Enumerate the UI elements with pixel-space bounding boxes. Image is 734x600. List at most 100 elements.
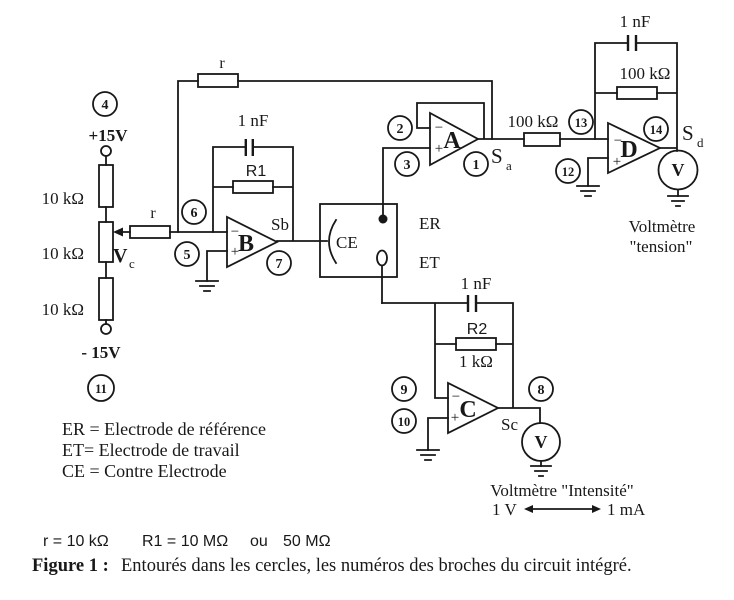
pin-11-label: 11 (95, 382, 107, 396)
et-label: ET (419, 253, 440, 272)
voltmeter-tension-caption1: Voltmètre (629, 217, 696, 236)
legend-line-et: ET= Electrode de travail (62, 440, 240, 460)
voltmeter-intensite-symbol: V (535, 432, 548, 452)
resistor-100k-input (523, 132, 561, 147)
counter-electrode-arc (328, 218, 338, 265)
opamp-A-triangle (429, 111, 480, 167)
pin-badge-7 (266, 250, 292, 276)
resistor-100k-feedback (616, 86, 658, 100)
legend-line-er: ER = Electrode de référence (62, 419, 266, 439)
opamp-D-triangle (607, 121, 663, 175)
opamp-C-minus: − (452, 389, 460, 405)
pin-13-label: 13 (575, 116, 588, 130)
r-top-label: r (219, 55, 225, 72)
potentiometer-10k (98, 221, 114, 263)
ground-symbol-voltmeter-tension (667, 195, 689, 207)
ground-symbol-C (416, 449, 440, 461)
sd-label: S (682, 121, 694, 145)
component-values-line: r = 10 kΩ R1 = 10 MΩ ou 50 MΩ (43, 533, 331, 550)
sa-label: S (491, 144, 503, 168)
voltmeter-intensite-circle (521, 422, 561, 462)
ground-symbol-D (576, 185, 600, 197)
pin-badge-13 (568, 109, 594, 135)
opamp-B: − + B 1 nF R1 Sb 6 5 7 (174, 111, 328, 292)
cell-box (319, 203, 398, 278)
wire (105, 155, 228, 325)
pin-badge-1 (463, 151, 489, 177)
opamp-D-letter: D (620, 137, 637, 163)
voltage-divider: 4 +15V 10 kΩ 10 kΩ 10 kΩ r V c - 15V 11 (42, 91, 228, 402)
R2-label: R2 (467, 321, 488, 338)
sd-subscript: d (697, 135, 704, 150)
pin-badge-14 (643, 116, 669, 142)
cap-D-value: 1 nF (620, 12, 651, 31)
vc-subscript: c (129, 256, 135, 271)
pin-badge-2 (387, 115, 413, 141)
pin-8-label: 8 (538, 383, 545, 398)
legend-line-ce: CE = Contre Electrode (62, 461, 227, 481)
resistor-10k-top (98, 164, 114, 208)
res-100k-input-label: 100 kΩ (508, 112, 559, 131)
wire (177, 80, 493, 233)
opamp-C-plus: + (451, 410, 459, 426)
pin-12-label: 12 (562, 165, 575, 179)
opamp-C: 1 nF R2 1 kΩ − + C 9 10 8 Sc V Voltmètre… (381, 274, 646, 519)
vc-label: V (113, 245, 128, 267)
opamp-B-letter: B (238, 231, 254, 257)
pin-3-label: 3 (404, 158, 411, 173)
pin-9-label: 9 (401, 383, 408, 398)
opamp-B-minus: − (231, 224, 239, 240)
pin-badge-10 (391, 408, 417, 434)
figure-caption: Figure 1 : Entourés dans les cercles, le… (32, 556, 632, 576)
electrode-et-symbol (376, 249, 388, 267)
voltmeter-tension-symbol: V (672, 160, 685, 180)
pin-1-label: 1 (473, 158, 480, 173)
Sb-label: Sb (271, 215, 289, 234)
pin-badge-6 (181, 199, 207, 225)
opamp-C-letter: C (459, 397, 476, 423)
terminal-plus15 (100, 145, 112, 157)
wiper-r-label: r (150, 205, 156, 222)
terminal-minus15 (100, 323, 112, 335)
opamp-D-plus: + (613, 154, 621, 170)
minus15v-label: - 15V (81, 343, 121, 362)
opamp-B-triangle (226, 215, 280, 269)
resistor-r-top (197, 73, 239, 88)
cap-C-value: 1 nF (461, 274, 492, 293)
capacitor-1nF-D (626, 35, 638, 51)
opamp-D-minus: − (614, 133, 622, 149)
wire (587, 42, 679, 197)
pin-badge-11 (87, 374, 115, 402)
R2-value: 1 kΩ (459, 352, 493, 371)
value-r: r = 10 kΩ (43, 533, 109, 550)
voltmeter-tension-caption2: "tension" (630, 237, 693, 256)
sc-label: Sc (501, 415, 518, 434)
opamp-C-triangle (447, 381, 501, 435)
opamp-A-plus: + (435, 141, 443, 157)
opamp-A-letter: A (443, 128, 461, 154)
value-r1: R1 = 10 MΩ (142, 533, 228, 550)
res3-value: 10 kΩ (42, 300, 84, 319)
caption-prefix: Figure 1 : (32, 556, 109, 576)
res1-value: 10 kΩ (42, 189, 84, 208)
pin-4-label: 4 (102, 98, 109, 113)
resistor-R2 (455, 337, 497, 351)
voltmeter-intensite-caption: Voltmètre "Intensité" (490, 481, 633, 500)
value-ou: ou (250, 533, 268, 550)
resistor-10k-bottom (98, 277, 114, 321)
capacitor-1nF-C (466, 295, 478, 312)
pin-6-label: 6 (191, 206, 198, 221)
pin-14-label: 14 (650, 123, 663, 137)
wiper-arrow (113, 227, 123, 237)
sa-subscript: a (506, 158, 512, 173)
wire (416, 102, 609, 140)
double-arrow-left-head (524, 505, 533, 513)
res-100k-feedback-label: 100 kΩ (620, 64, 671, 83)
wire (206, 146, 328, 282)
voltmeter-tension-circle (657, 149, 699, 191)
opamp-B-plus: + (231, 244, 239, 260)
opamp-D: 100 kΩ 1 nF 100 kΩ − + D 13 12 14 S d V … (508, 12, 704, 256)
caption-text: Entourés dans les cercles, les numéros d… (121, 556, 632, 576)
